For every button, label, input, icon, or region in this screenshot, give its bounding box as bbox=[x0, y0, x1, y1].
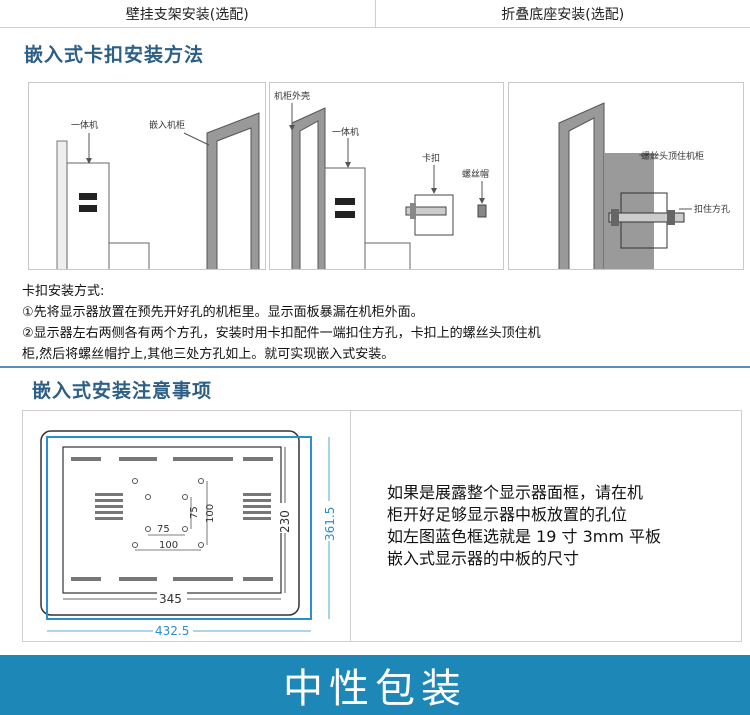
vesa-holes bbox=[132, 478, 204, 548]
vent-slots bbox=[71, 457, 273, 581]
note-line-4: 嵌入式显示器的中板的尺寸 bbox=[387, 549, 580, 568]
clip-installed-illustration: 螺丝头顶住机柜 扣住方孔 bbox=[558, 102, 730, 269]
neutral-packaging-banner: 中性包装 bbox=[0, 655, 750, 715]
vesa-horizontal-75: 75 bbox=[157, 524, 170, 535]
vesa-horizontal-100: 100 bbox=[159, 540, 178, 551]
diagram-panel-3: 螺丝头顶住机柜 扣住方孔 bbox=[508, 82, 744, 270]
folding-base-option: 折叠底座安装(选配) bbox=[501, 6, 625, 23]
embed-cabinet-illustration: 一体机 嵌入机柜 bbox=[56, 112, 260, 269]
section-title-embed-notes: 嵌入式安装注意事项 bbox=[32, 380, 213, 402]
label-hook-square-hole: 扣住方孔 bbox=[694, 203, 730, 215]
note-line-1: 如果是展露整个显示器面框，请在机 bbox=[387, 483, 644, 502]
banner-text: 中性包装 bbox=[283, 666, 467, 712]
dimension-box: 75 100 75 100 345 432.5 230 361.5 如果是展露整… bbox=[22, 410, 742, 642]
desc-line-4: 柜,然后将螺丝帽拧上,其他三处方孔如上。就可实现嵌入式安装。 bbox=[22, 347, 395, 362]
label-screw-against-cabinet: 螺丝头顶住机柜 bbox=[641, 150, 704, 162]
label-cabinet-outer: 机柜外壳 bbox=[274, 90, 310, 102]
clip-install-description: 卡扣安装方式: ①先将显示器放置在预先开好孔的机柜里。显示面板暴漏在机柜外面。 … bbox=[22, 281, 732, 365]
dimension-drawing: 75 100 75 100 345 432.5 230 361.5 bbox=[23, 411, 351, 641]
section-divider bbox=[0, 366, 750, 368]
label-embed-cabinet: 嵌入机柜 bbox=[149, 119, 185, 131]
diagram-panel-1: 一体机 嵌入机柜 bbox=[28, 82, 266, 270]
vesa-vertical-75: 75 bbox=[189, 506, 200, 519]
inner-width-label: 345 bbox=[159, 592, 182, 606]
vesa-vertical-100: 100 bbox=[205, 504, 216, 523]
desc-line-1: 卡扣安装方式: bbox=[22, 284, 105, 299]
note-line-2: 柜开好足够显示器中板放置的孔位 bbox=[387, 505, 628, 524]
label-screw-cap: 螺丝帽 bbox=[462, 168, 489, 180]
clip-parts-illustration: 机柜外壳 一体机 卡扣 螺丝帽 bbox=[274, 90, 489, 269]
label-all-in-one-2: 一体机 bbox=[332, 126, 359, 138]
desc-line-3: ②显示器左右两侧各有两个方孔，安装时用卡扣配件一端扣住方孔，卡扣上的螺丝头顶住机 bbox=[22, 326, 541, 341]
inner-height-label: 230 bbox=[278, 510, 292, 533]
note-line-3: 如左图蓝色框选就是 19 寸 3mm 平板 bbox=[387, 527, 662, 546]
section-title-clip-install: 嵌入式卡扣安装方法 bbox=[24, 44, 205, 66]
embed-note: 如果是展露整个显示器面框，请在机 柜开好足够显示器中板放置的孔位 如左图蓝色框选… bbox=[351, 411, 741, 641]
label-all-in-one: 一体机 bbox=[71, 119, 98, 131]
outer-height-label: 361.5 bbox=[323, 507, 337, 541]
desc-line-2: ①先将显示器放置在预先开好孔的机柜里。显示面板暴漏在机柜外面。 bbox=[22, 305, 424, 320]
wall-mount-option: 壁挂支架安装(选配) bbox=[0, 0, 376, 27]
monitor-dimension-diagram: 75 100 75 100 345 432.5 230 361.5 bbox=[40, 430, 337, 638]
label-clip: 卡扣 bbox=[422, 152, 440, 164]
diagram-panel-2: 机柜外壳 一体机 卡扣 螺丝帽 bbox=[269, 82, 504, 270]
install-options-table: 壁挂支架安装(选配) 折叠底座安装(选配) bbox=[0, 0, 750, 28]
outer-width-label: 432.5 bbox=[155, 624, 189, 638]
